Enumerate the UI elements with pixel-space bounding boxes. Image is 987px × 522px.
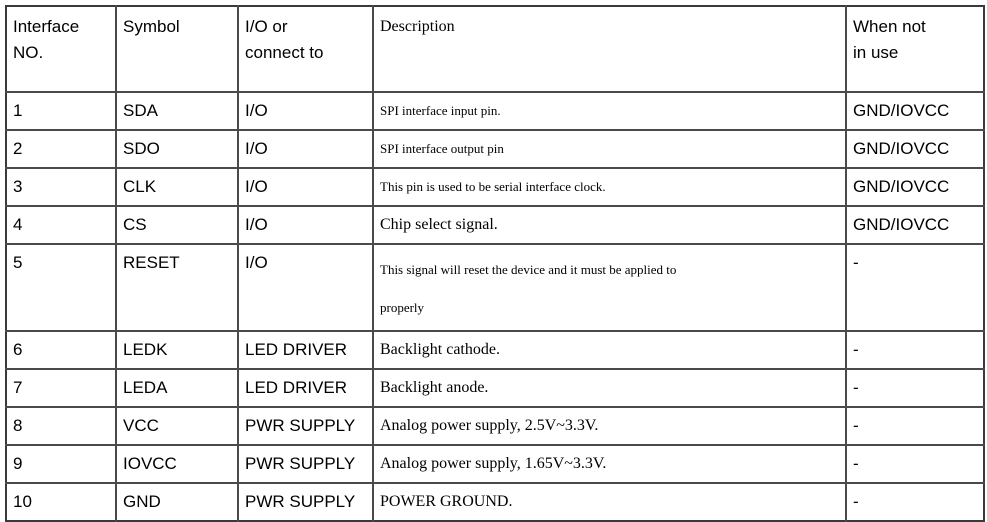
cell-interface-no: 9 [5,444,117,484]
cell-description: Backlight cathode. [372,330,847,370]
cell-symbol: LEDK [115,330,239,370]
table-row: 7 LEDA LED DRIVER Backlight anode. - [5,368,985,408]
table-row: 6 LEDK LED DRIVER Backlight cathode. - [5,330,985,370]
column-header-io: I/O or connect to [237,5,374,93]
cell-io: LED DRIVER [237,330,374,370]
table-row: 10 GND PWR SUPPLY POWER GROUND. - [5,482,985,522]
cell-io: PWR SUPPLY [237,406,374,446]
cell-symbol: RESET [115,243,239,332]
cell-symbol: CS [115,205,239,245]
cell-interface-no: 2 [5,129,117,169]
cell-description: SPI interface input pin. [372,91,847,131]
cell-when-not-in-use: GND/IOVCC [845,129,985,169]
cell-symbol: GND [115,482,239,522]
cell-symbol: LEDA [115,368,239,408]
column-header-interface-no-label: Interface NO. [13,17,80,62]
table-row: 9 IOVCC PWR SUPPLY Analog power supply, … [5,444,985,484]
cell-symbol: SDA [115,91,239,131]
column-header-when-not-in-use-label: When not in use [853,17,926,62]
table-header-row: Interface NO. Symbol I/O or connect to D… [5,5,985,93]
cell-when-not-in-use: GND/IOVCC [845,205,985,245]
column-header-symbol-label: Symbol [123,17,180,36]
cell-description: SPI interface output pin [372,129,847,169]
cell-symbol: SDO [115,129,239,169]
cell-when-not-in-use: - [845,406,985,446]
cell-description: Backlight anode. [372,368,847,408]
cell-when-not-in-use: - [845,243,985,332]
cell-interface-no: 1 [5,91,117,131]
cell-interface-no: 7 [5,368,117,408]
cell-description: This signal will reset the device and it… [372,243,847,332]
cell-description: Chip select signal. [372,205,847,245]
cell-io: I/O [237,91,374,131]
cell-interface-no: 8 [5,406,117,446]
pin-description-table: Interface NO. Symbol I/O or connect to D… [5,5,985,522]
column-header-description-label: Description [380,18,455,35]
cell-interface-no: 6 [5,330,117,370]
cell-io: I/O [237,243,374,332]
cell-when-not-in-use: - [845,368,985,408]
cell-interface-no: 10 [5,482,117,522]
column-header-when-not-in-use: When not in use [845,5,985,93]
cell-when-not-in-use: GND/IOVCC [845,167,985,207]
table-row: 4 CS I/O Chip select signal. GND/IOVCC [5,205,985,245]
column-header-description: Description [372,5,847,93]
pin-description-table-container: Interface NO. Symbol I/O or connect to D… [5,5,985,522]
cell-description: This pin is used to be serial interface … [372,167,847,207]
column-header-symbol: Symbol [115,5,239,93]
cell-description: POWER GROUND. [372,482,847,522]
cell-io: PWR SUPPLY [237,444,374,484]
cell-symbol: VCC [115,406,239,446]
cell-io: I/O [237,167,374,207]
cell-symbol: IOVCC [115,444,239,484]
column-header-io-label: I/O or connect to [245,17,324,62]
cell-io: I/O [237,129,374,169]
cell-symbol: CLK [115,167,239,207]
cell-when-not-in-use: GND/IOVCC [845,91,985,131]
cell-when-not-in-use: - [845,330,985,370]
cell-io: I/O [237,205,374,245]
table-row: 3 CLK I/O This pin is used to be serial … [5,167,985,207]
cell-interface-no: 4 [5,205,117,245]
table-row: 2 SDO I/O SPI interface output pin GND/I… [5,129,985,169]
cell-io: PWR SUPPLY [237,482,374,522]
table-row: 5 RESET I/O This signal will reset the d… [5,243,985,332]
cell-description: Analog power supply, 1.65V~3.3V. [372,444,847,484]
table-row: 8 VCC PWR SUPPLY Analog power supply, 2.… [5,406,985,446]
cell-interface-no: 5 [5,243,117,332]
cell-interface-no: 3 [5,167,117,207]
cell-when-not-in-use: - [845,482,985,522]
column-header-interface-no: Interface NO. [5,5,117,93]
cell-description: Analog power supply, 2.5V~3.3V. [372,406,847,446]
cell-when-not-in-use: - [845,444,985,484]
cell-io: LED DRIVER [237,368,374,408]
table-row: 1 SDA I/O SPI interface input pin. GND/I… [5,91,985,131]
